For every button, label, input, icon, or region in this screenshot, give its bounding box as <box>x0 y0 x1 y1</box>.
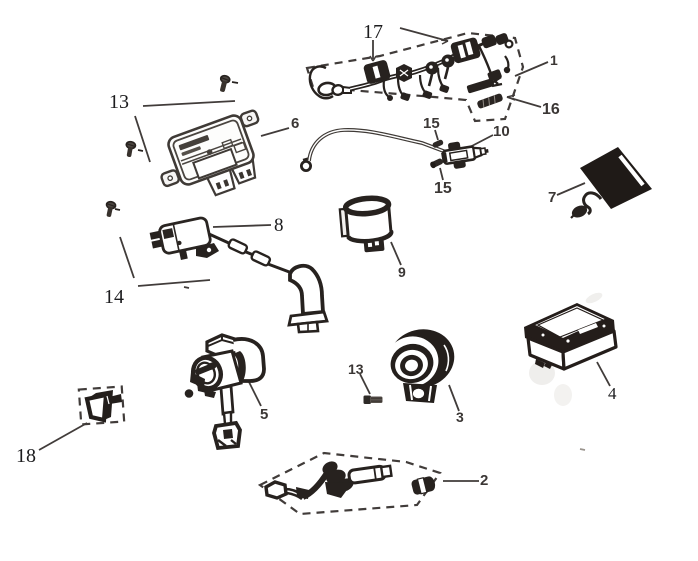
svg-text:4: 4 <box>608 384 617 403</box>
svg-text:15: 15 <box>434 180 452 197</box>
svg-text:7: 7 <box>548 189 556 206</box>
svg-text:6: 6 <box>291 115 299 132</box>
svg-text:14: 14 <box>104 286 124 308</box>
svg-text:3: 3 <box>456 409 464 425</box>
svg-text:18: 18 <box>16 445 36 467</box>
svg-text:13: 13 <box>348 361 364 377</box>
svg-text:2: 2 <box>480 472 488 489</box>
svg-text:10: 10 <box>493 123 510 140</box>
svg-text:9: 9 <box>398 264 406 280</box>
svg-text:1: 1 <box>550 52 558 68</box>
svg-text:8: 8 <box>274 215 284 236</box>
svg-text:16: 16 <box>542 101 560 118</box>
svg-text:5: 5 <box>260 406 268 423</box>
svg-text:17: 17 <box>363 21 383 43</box>
svg-text:13: 13 <box>109 91 129 113</box>
svg-text:15: 15 <box>423 115 440 132</box>
